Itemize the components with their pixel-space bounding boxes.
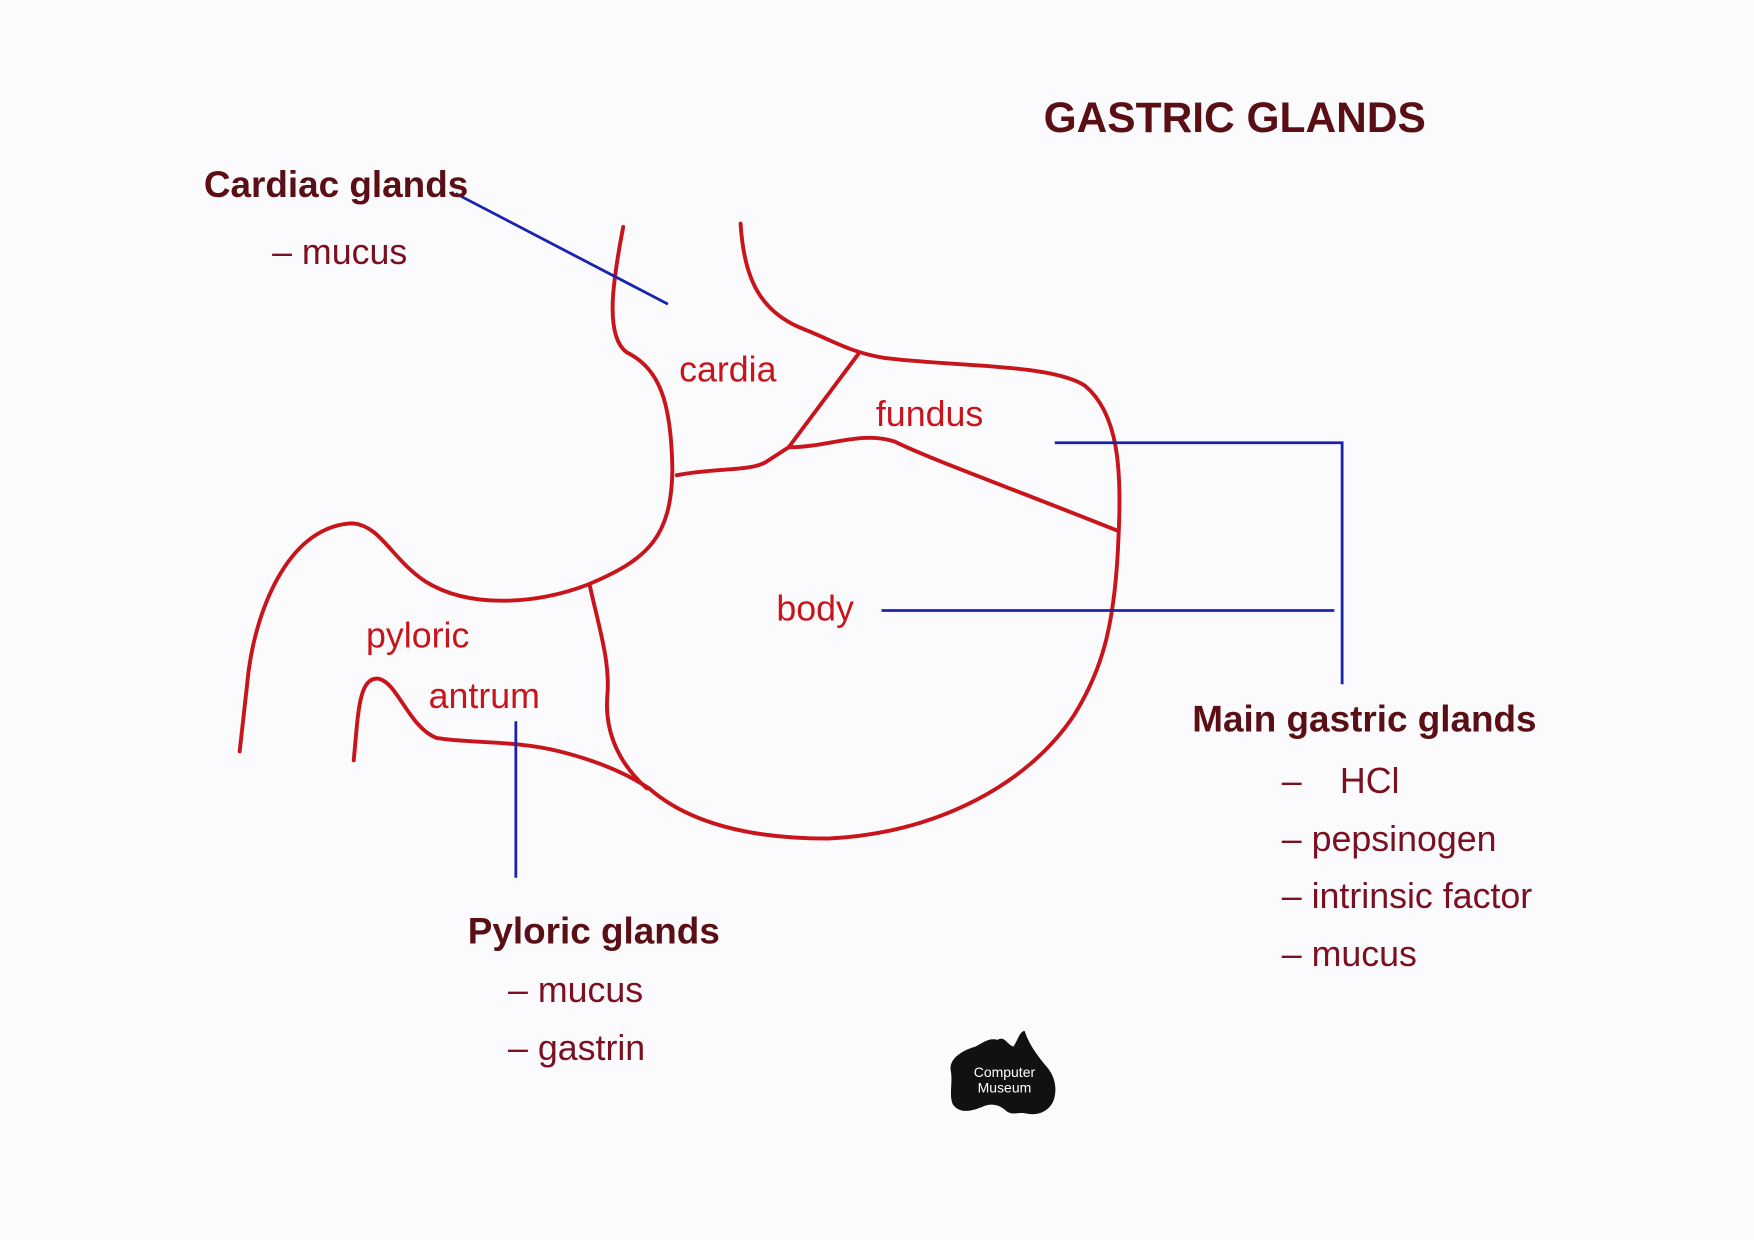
computer-museum-logo: Computer Museum bbox=[950, 1030, 1056, 1115]
cardiac-pointer-line bbox=[454, 192, 669, 306]
stomach-outline bbox=[237, 221, 1122, 841]
region-label-pyloric: pyloric bbox=[366, 615, 469, 655]
main-gastric-glands-item: – pepsinogen bbox=[1282, 819, 1497, 859]
region-label-fundus: fundus bbox=[876, 394, 983, 434]
pylorus-outline bbox=[351, 676, 651, 791]
main-gastric-glands-block: Main gastric glands – HCl – pepsinogen –… bbox=[1192, 698, 1536, 974]
main-gastric-glands-item: – mucus bbox=[1282, 934, 1417, 974]
pyloric-glands-heading: Pyloric glands bbox=[468, 911, 720, 952]
diagram-title: GASTRIC GLANDS bbox=[1044, 95, 1426, 142]
greater-curvature-outline bbox=[646, 221, 1122, 841]
australia-map-icon bbox=[950, 1030, 1056, 1115]
pointer-lines bbox=[454, 192, 1344, 878]
main-gastric-bracket-line bbox=[1054, 441, 1344, 685]
logo-text-line1: Computer bbox=[974, 1064, 1036, 1080]
region-label-antrum: antrum bbox=[429, 676, 540, 716]
cardiac-glands-block: Cardiac glands – mucus bbox=[204, 164, 468, 272]
pyloric-glands-item: – mucus bbox=[508, 970, 643, 1010]
main-gastric-glands-item: HCl bbox=[1340, 761, 1400, 801]
cardiac-glands-item: – mucus bbox=[272, 232, 407, 272]
main-gastric-glands-heading: Main gastric glands bbox=[1192, 698, 1536, 739]
cardia-fundus-boundary bbox=[674, 352, 1121, 534]
lesser-curvature-outline bbox=[237, 225, 675, 754]
body-antrum-boundary bbox=[587, 582, 649, 791]
logo-text-line2: Museum bbox=[978, 1079, 1032, 1095]
region-label-body: body bbox=[776, 589, 854, 629]
main-gastric-glands-item: – intrinsic factor bbox=[1282, 876, 1533, 916]
main-gastric-glands-dash: – bbox=[1282, 761, 1302, 801]
cardiac-glands-heading: Cardiac glands bbox=[204, 164, 468, 205]
pyloric-glands-item: – gastrin bbox=[508, 1028, 645, 1068]
pyloric-glands-block: Pyloric glands – mucus – gastrin bbox=[468, 911, 720, 1068]
region-label-cardia: cardia bbox=[679, 349, 777, 389]
